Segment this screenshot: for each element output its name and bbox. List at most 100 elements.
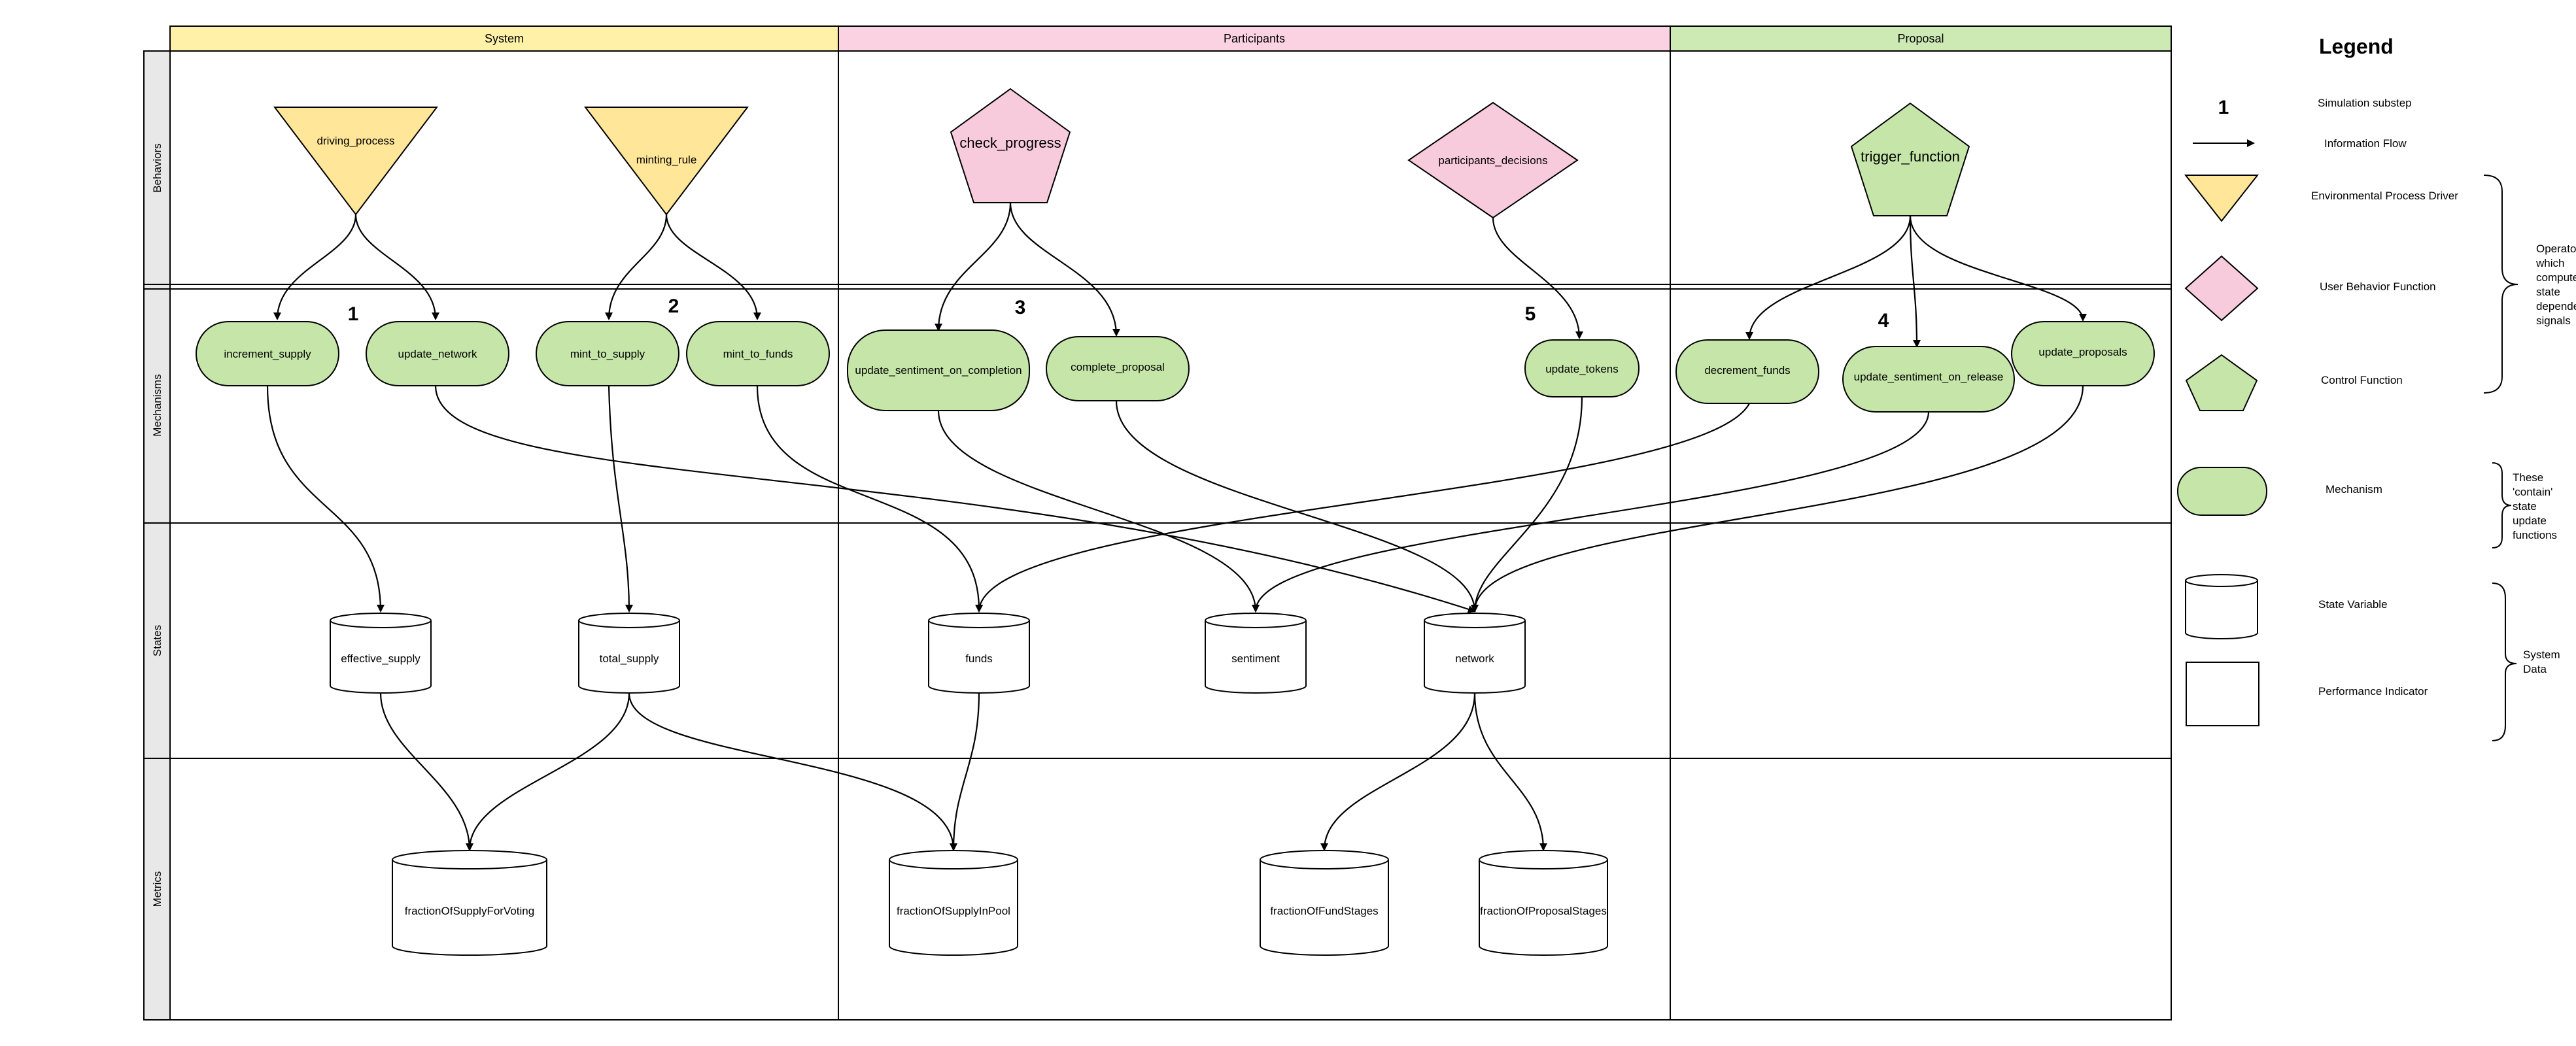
- check-progress-label: check_progress: [959, 135, 1061, 151]
- legend-bracket2-line: update: [2513, 515, 2547, 527]
- total-supply-state[interactable]: total_supply: [578, 613, 680, 694]
- update-sentiment-on-completion-node[interactable]: update_sentiment_on_completion: [847, 329, 1030, 411]
- legend-state-shape: [2185, 574, 2258, 639]
- row-label-metrics: Metrics: [151, 871, 163, 907]
- decrement-funds-node[interactable]: decrement_funds: [1675, 339, 1819, 404]
- fraction-of-supply-in-pool-label: fractionOfSupplyInPool: [897, 905, 1010, 917]
- complete-proposal-node[interactable]: complete_proposal: [1046, 336, 1190, 401]
- legend-indicator-shape: [2186, 662, 2259, 726]
- effective-supply-label: effective_supply: [341, 652, 421, 665]
- complete-proposal-label: complete_proposal: [1071, 361, 1165, 373]
- update-proposals-node[interactable]: update_proposals: [2011, 321, 2155, 386]
- behaviors-row: driving_process minting_rule check_progr…: [273, 88, 1970, 219]
- column-label-system: System: [485, 32, 524, 45]
- substep-2: 2: [668, 295, 679, 317]
- increment-supply-label: increment_supply: [224, 348, 311, 360]
- column-header-participants: [838, 25, 1671, 52]
- sentiment-label: sentiment: [1231, 652, 1280, 665]
- update-tokens-label: update_tokens: [1545, 363, 1619, 375]
- legend-bracket1-line: compute: [2536, 271, 2576, 284]
- decrement-funds-label: decrement_funds: [1704, 364, 1790, 377]
- legend-bracket-system-data-text: System Data: [2523, 649, 2563, 675]
- row-label-behaviors: Behaviors: [151, 143, 163, 193]
- legend: Legend 1 Simulation substep Information …: [2177, 35, 2576, 741]
- total-supply-label: total_supply: [600, 652, 659, 665]
- legend-bracket-system-data: [2492, 582, 2517, 741]
- legend-bracket1-line: Operators: [2536, 243, 2576, 255]
- legend-bracket-mechanisms-text: These 'contain' state update functions: [2513, 471, 2557, 541]
- states-row: effective_supply total_supply funds sent…: [330, 613, 1526, 694]
- legend-state-label: State Variable: [2318, 598, 2388, 611]
- legend-mechanism-label: Mechanism: [2326, 483, 2382, 496]
- driving-process-node[interactable]: driving_process: [273, 107, 439, 216]
- effective-supply-state[interactable]: effective_supply: [330, 613, 432, 694]
- legend-bracket-mechanisms: [2492, 462, 2512, 548]
- update-sentiment-on-completion-label: update_sentiment_on_completion: [855, 364, 1022, 377]
- increment-supply-node[interactable]: increment_supply: [196, 321, 339, 386]
- mint-to-funds-label: mint_to_funds: [723, 348, 793, 360]
- legend-mechanism-shape: [2177, 467, 2267, 516]
- sentiment-state[interactable]: sentiment: [1205, 613, 1307, 694]
- participants-decisions-node[interactable]: participants_decisions: [1407, 101, 1579, 219]
- participants-decisions-label: participants_decisions: [1438, 154, 1547, 167]
- swimlane-grid: System Participants Proposal Behaviors M…: [143, 25, 2172, 1021]
- fraction-of-proposal-stages-label: fractionOfProposalStages: [1480, 905, 1607, 917]
- legend-indicator-label: Performance Indicator: [2318, 685, 2428, 698]
- legend-behavior-label: User Behavior Function: [2320, 280, 2436, 293]
- legend-driver-label: Environmental Process Driver: [2311, 190, 2458, 202]
- funds-state[interactable]: funds: [928, 613, 1030, 694]
- substep-3: 3: [1015, 297, 1026, 318]
- update-network-node[interactable]: update_network: [366, 321, 509, 386]
- information-flows: [266, 202, 2087, 851]
- minting-rule-node[interactable]: minting_rule: [583, 107, 749, 216]
- trigger-function-label: trigger_function: [1861, 148, 1960, 165]
- row-label-mechanisms: Mechanisms: [151, 374, 163, 436]
- mint-to-supply-node[interactable]: mint_to_supply: [536, 321, 679, 386]
- legend-title: Legend: [2319, 35, 2394, 58]
- legend-control-label: Control Function: [2321, 374, 2403, 386]
- legend-bracket-operators: [2483, 175, 2518, 394]
- legend-bracket3-line: Data: [2523, 663, 2547, 675]
- fraction-of-fund-stages-metric[interactable]: fractionOfFundStages: [1260, 850, 1389, 956]
- update-sentiment-on-release-node[interactable]: update_sentiment_on_release: [1842, 346, 2015, 413]
- fraction-of-fund-stages-label: fractionOfFundStages: [1270, 905, 1378, 917]
- column-header-system: [169, 25, 839, 52]
- row-label-states: States: [151, 625, 163, 656]
- update-proposals-label: update_proposals: [2038, 346, 2127, 358]
- legend-flow-label: Information Flow: [2324, 137, 2407, 150]
- minting-rule-label: minting_rule: [636, 154, 697, 166]
- legend-driver-shape: [2184, 175, 2259, 222]
- legend-bracket2-line: functions: [2513, 529, 2557, 541]
- funds-label: funds: [965, 652, 993, 665]
- trigger-function-node[interactable]: trigger_function: [1850, 102, 1970, 216]
- check-progress-node[interactable]: check_progress: [950, 88, 1071, 203]
- update-sentiment-on-release-label: update_sentiment_on_release: [1854, 371, 2004, 383]
- network-label: network: [1455, 652, 1494, 665]
- column-label-proposal: Proposal: [1897, 32, 1944, 45]
- fraction-of-supply-in-pool-metric[interactable]: fractionOfSupplyInPool: [889, 850, 1018, 956]
- legend-bracket3-line: System: [2523, 649, 2560, 661]
- substep-5: 5: [1525, 303, 1536, 325]
- legend-bracket2-line: These: [2513, 471, 2543, 484]
- fraction-of-proposal-stages-metric[interactable]: fractionOfProposalStages: [1479, 850, 1608, 956]
- legend-bracket1-line: signals: [2536, 314, 2571, 327]
- legend-control-shape: [2185, 354, 2258, 411]
- update-tokens-node[interactable]: update_tokens: [1524, 339, 1640, 397]
- mechanisms-row: increment_supply update_network mint_to_…: [196, 295, 2155, 413]
- substep-4: 4: [1878, 310, 1889, 331]
- driving-process-label: driving_process: [317, 135, 394, 147]
- network-state[interactable]: network: [1424, 613, 1526, 694]
- fraction-of-supply-for-voting-metric[interactable]: fractionOfSupplyForVoting: [392, 850, 547, 956]
- metrics-row: fractionOfSupplyForVoting fractionOfSupp…: [392, 850, 1608, 956]
- update-network-label: update_network: [398, 348, 477, 360]
- legend-bracket1-line: dependent: [2536, 300, 2576, 312]
- mint-to-supply-label: mint_to_supply: [570, 348, 645, 360]
- substep-1: 1: [348, 303, 359, 325]
- column-label-participants: Participants: [1224, 32, 1285, 45]
- legend-bracket1-line: which: [2535, 257, 2564, 269]
- mint-to-funds-node[interactable]: mint_to_funds: [686, 321, 830, 386]
- grid-outline: [169, 50, 2172, 1021]
- legend-substep-label: Simulation substep: [2318, 97, 2412, 109]
- legend-behavior-shape: [2184, 255, 2259, 322]
